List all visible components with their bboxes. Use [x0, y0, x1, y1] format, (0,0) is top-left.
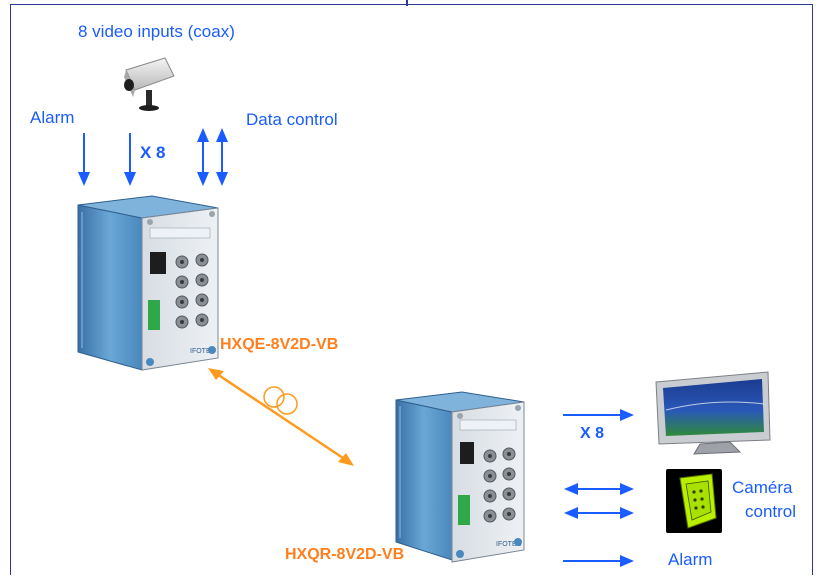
camera-icon	[124, 57, 175, 111]
encoder-model-label: HXQE-8V2D-VB	[220, 336, 339, 353]
x8-out-label: X 8	[580, 425, 605, 442]
data-control-label: Data control	[246, 110, 338, 129]
fiber-link	[208, 368, 354, 466]
encoder-device-image: IFOTEC	[77, 195, 219, 371]
camera-control-arrow-1	[564, 483, 634, 495]
encoder-brand: IFOTEC	[190, 348, 216, 355]
diagram-frame	[10, 4, 813, 575]
fiber-coil-icon	[263, 386, 298, 415]
alarm-out-arrow	[563, 555, 634, 567]
frame-tick	[406, 0, 408, 6]
receiver-model-label: HXQR-8V2D-VB	[285, 546, 405, 563]
alarm-out-label: Alarm	[668, 550, 713, 569]
camera-control-label-line2: control	[745, 502, 797, 521]
alarm-in-arrow	[78, 133, 90, 186]
data-control-arrows	[197, 128, 228, 186]
video-out-arrow	[563, 409, 634, 421]
tv-monitor-icon	[655, 371, 771, 455]
receiver-brand: IFOTEC	[496, 541, 522, 548]
video-in-arrow	[124, 133, 136, 186]
alarm-in-label: Alarm	[30, 108, 75, 127]
x8-in-label: X 8	[140, 143, 166, 162]
camera-control-label-line1: Caméra	[732, 478, 793, 497]
remote-control-icon	[666, 469, 722, 533]
receiver-device-image: IFOTEC	[395, 391, 525, 563]
video-inputs-label: 8 video inputs (coax)	[78, 22, 235, 41]
camera-control-arrow-2	[564, 507, 634, 519]
